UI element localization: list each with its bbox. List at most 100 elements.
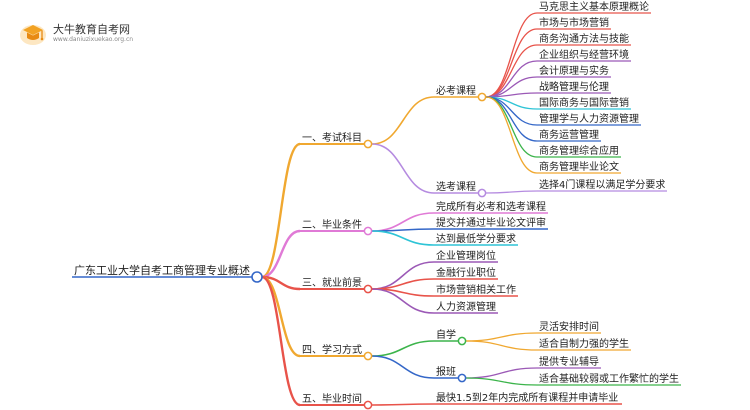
subtopic-1-1-2[interactable]: 市场与市场营销 [537,16,611,30]
topic-2-2[interactable]: 提交并通过毕业论文评审 [434,216,548,230]
branch-3[interactable]: 三、就业前景 [300,276,373,294]
connector-line [465,340,538,351]
topic-2-2-label: 提交并通过毕业论文评审 [436,216,546,229]
site-logo[interactable]: 大牛教育自考网 www.daniuzixuekao.org.cn [18,18,133,48]
connector-line [485,96,538,174]
topic-3-2-label: 金融行业职位 [436,266,496,279]
subtopic-1-1-1-label: 马克思主义基本原理概论 [539,0,649,13]
subtopic-1-1-10-label: 商务管理综合应用 [539,144,619,157]
branch-4[interactable]: 四、学习方式 [300,343,373,361]
connector-lines [261,12,538,407]
subtopic-4-1-2[interactable]: 适合自制力强的学生 [537,337,631,351]
node-labels: 广东工业大学自考工商管理专业概述 一、考试科目 必考课程 马克思主义基本原理概论市场与… [72,0,681,410]
subtopic-1-1-4-label: 企业组织与经营环境 [539,48,629,61]
collapse-toggle-icon[interactable] [251,271,263,283]
connector-line [485,96,538,126]
topic-3-1[interactable]: 企业管理岗位 [434,249,498,263]
subtopic-4-2-1-label: 提供专业辅导 [539,355,599,368]
collapse-toggle-icon[interactable] [363,351,373,361]
topic-3-1-label: 企业管理岗位 [436,249,496,262]
subtopic-1-1-7[interactable]: 国际商务与国际营销 [537,96,631,110]
collapse-toggle-icon[interactable] [363,226,373,236]
root-topic[interactable]: 广东工业大学自考工商管理专业概述 [74,263,250,277]
subtopic-1-1-8[interactable]: 管理学与人力资源管理 [537,112,641,126]
connector-line [485,12,538,98]
connector-line [261,229,301,279]
subtopic-1-1-11-label: 商务管理毕业论文 [539,160,619,173]
connector-line [371,340,435,357]
subtopic-1-1-10[interactable]: 商务管理综合应用 [537,144,621,158]
subtopic-1-1-3-label: 商务沟通方法与技能 [539,32,629,45]
connector-line [485,60,538,98]
topic-4-2[interactable]: 报班 [434,365,467,383]
connector-line [485,190,538,194]
connector-line [371,230,435,246]
subtopic-1-1-11[interactable]: 商务管理毕业论文 [537,160,621,174]
subtopic-1-1-6[interactable]: 战略管理与伦理 [537,80,611,94]
subtopic-1-1-9[interactable]: 商务运营管理 [537,128,601,142]
subtopic-1-1-1[interactable]: 马克思主义基本原理概论 [537,0,651,14]
topic-4-1-label: 自学 [436,328,456,341]
topic-2-3-label: 达到最低学分要求 [436,232,516,245]
collapse-toggle-icon[interactable] [363,139,373,149]
branch-4-label: 四、学习方式 [302,343,362,356]
connector-line [371,143,435,194]
connector-line [261,142,301,279]
topic-3-2[interactable]: 金融行业职位 [434,266,498,280]
collapse-toggle-icon[interactable] [477,188,487,198]
topic-3-4[interactable]: 人力资源管理 [434,300,498,314]
subtopic-1-2-1-label: 选择4门课程以满足学分要求 [539,178,665,191]
logo-url: www.daniuzixuekao.org.cn [53,35,134,43]
branch-1-label: 一、考试科目 [302,131,362,144]
topic-1-1[interactable]: 必考课程 [434,84,487,102]
topic-5-1-label: 最快1.5到2年内完成所有课程并申请毕业 [436,391,618,404]
graduation-cap-icon [20,25,46,45]
connector-line [371,261,435,290]
subtopic-1-1-7-label: 国际商务与国际营销 [539,96,629,109]
subtopic-4-1-1-label: 灵活安排时间 [539,320,599,333]
branch-3-label: 三、就业前景 [302,276,362,289]
subtopic-1-1-5[interactable]: 会计原理与实务 [537,64,611,78]
branch-5[interactable]: 五、毕业时间 [300,392,373,410]
topic-5-1[interactable]: 最快1.5到2年内完成所有课程并申请毕业 [434,391,622,405]
topic-1-2[interactable]: 选考课程 [434,180,487,198]
collapse-toggle-icon[interactable] [363,284,373,294]
collapse-toggle-icon[interactable] [477,92,487,102]
connector-line [371,355,435,379]
subtopic-4-2-2-label: 适合基础较弱或工作繁忙的学生 [539,372,679,385]
topic-4-2-label: 报班 [436,365,456,378]
branch-1[interactable]: 一、考试科目 [300,131,373,149]
topic-2-3[interactable]: 达到最低学分要求 [434,232,518,246]
subtopic-4-2-2[interactable]: 适合基础较弱或工作繁忙的学生 [537,372,681,386]
collapse-toggle-icon[interactable] [457,336,467,346]
subtopic-1-1-5-label: 会计原理与实务 [539,64,609,77]
subtopic-1-1-4[interactable]: 企业组织与经营环境 [537,48,631,62]
logo-title: 大牛教育自考网 [53,22,130,36]
topic-2-1[interactable]: 完成所有必考和选考课程 [434,200,548,214]
connector-line [371,403,435,406]
subtopic-1-1-8-label: 管理学与人力资源管理 [539,112,639,125]
connector-line [371,288,435,314]
topic-3-3[interactable]: 市场营销相关工作 [434,283,518,297]
connector-line [465,332,538,342]
connector-line [371,96,435,145]
collapse-toggle-icon[interactable] [457,373,467,383]
topic-3-4-label: 人力资源管理 [436,300,496,313]
topic-1-1-label: 必考课程 [436,84,476,97]
subtopic-1-1-9-label: 商务运营管理 [539,128,599,141]
subtopic-1-1-3[interactable]: 商务沟通方法与技能 [537,32,631,46]
subtopic-4-2-1[interactable]: 提供专业辅导 [537,355,601,369]
subtopic-4-1-1[interactable]: 灵活安排时间 [537,320,601,334]
topic-1-2-label: 选考课程 [436,180,476,193]
branch-2[interactable]: 二、毕业条件 [300,218,373,236]
topic-2-1-label: 完成所有必考和选考课程 [436,200,546,213]
subtopic-4-1-2-label: 适合自制力强的学生 [539,337,629,350]
connector-line [465,367,538,379]
connector-line [261,275,301,407]
topic-4-1[interactable]: 自学 [434,328,467,346]
connector-line [465,377,538,386]
branch-2-label: 二、毕业条件 [302,218,362,231]
subtopic-1-2-1[interactable]: 选择4门课程以满足学分要求 [537,178,667,192]
collapse-toggle-icon[interactable] [363,400,373,410]
